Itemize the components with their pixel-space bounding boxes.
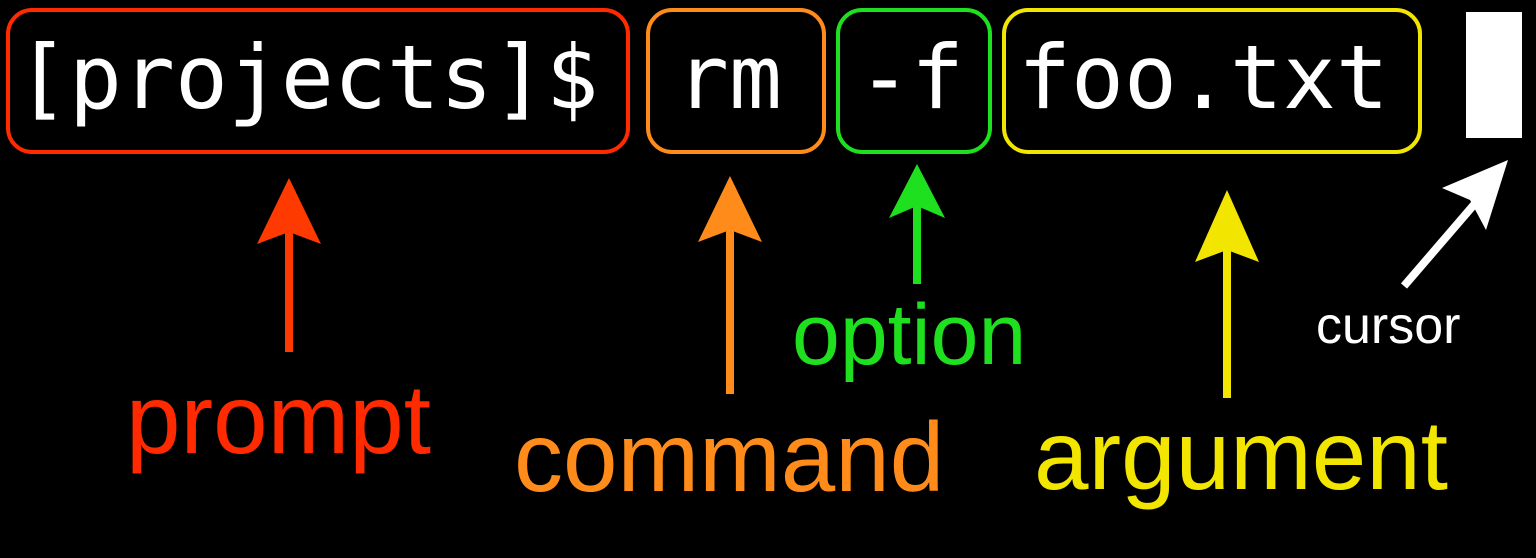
- argument-text: foo.txt: [1018, 26, 1389, 129]
- prompt-arrow-icon: [257, 178, 321, 352]
- option-text: -f: [858, 26, 964, 129]
- cursor-block-icon: [1466, 12, 1522, 138]
- option-arrow-icon: [889, 164, 945, 284]
- cursor-arrow-icon: [1400, 160, 1508, 289]
- prompt-box: [6, 8, 630, 154]
- prompt-text: [projects]$: [16, 26, 599, 129]
- argument-arrow-icon: [1195, 190, 1259, 398]
- option-label: option: [792, 287, 1027, 383]
- command-text: rm: [676, 26, 782, 129]
- argument-label: argument: [1034, 400, 1449, 510]
- command-label: command: [514, 402, 945, 512]
- cursor-label: cursor: [1316, 297, 1461, 355]
- command-arrow-icon: [698, 176, 762, 394]
- option-box: [836, 8, 992, 154]
- argument-box: [1002, 8, 1422, 154]
- command-box: [646, 8, 826, 154]
- prompt-label: prompt: [126, 364, 432, 474]
